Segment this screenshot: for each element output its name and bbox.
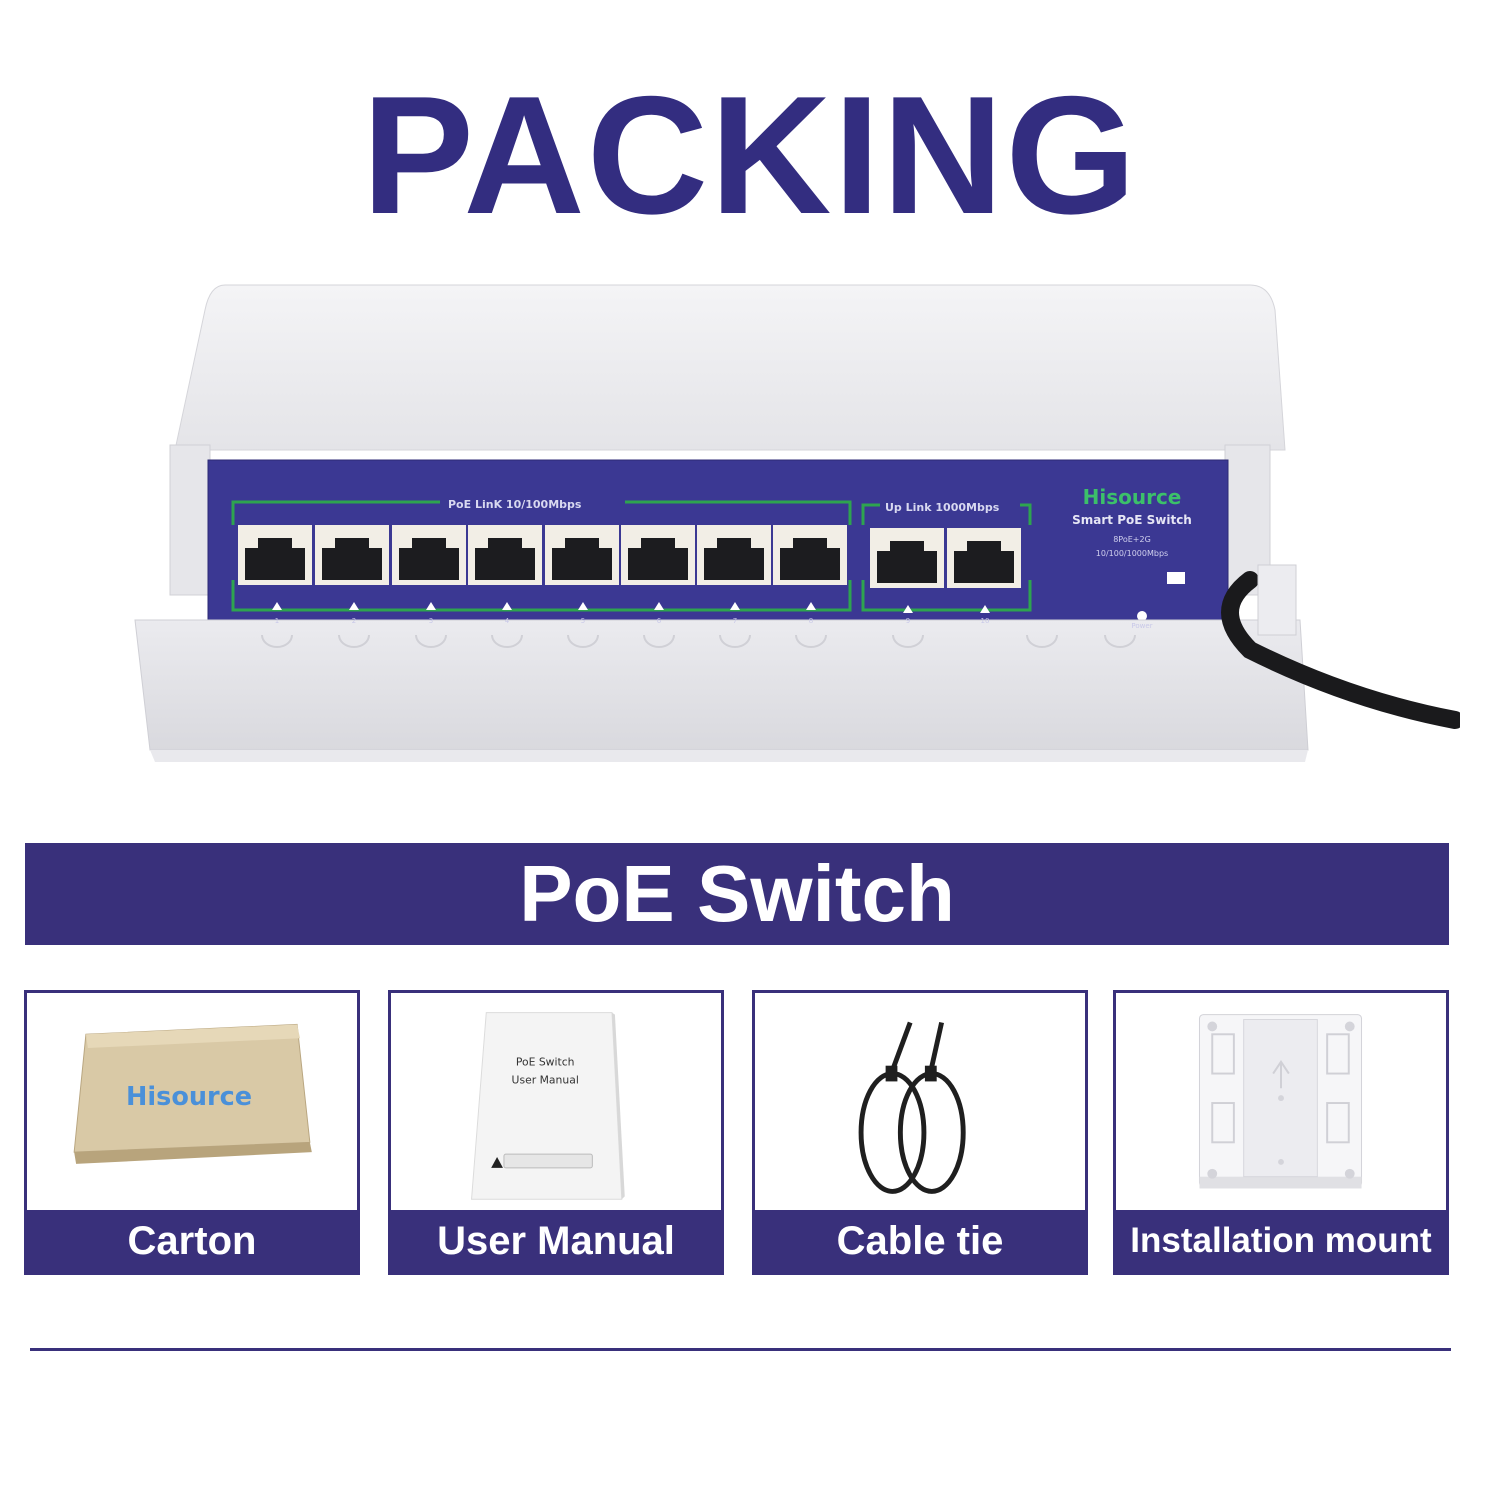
port-number-9: 9 [906,617,910,625]
poe-switch-banner: PoE Switch [25,843,1449,945]
port-number-10: 10 [981,617,990,625]
device-spec1: 8PoE+2G [1113,535,1151,544]
port-number-1: 1 [275,617,279,625]
device-spec2: 10/100/1000Mbps [1096,549,1168,558]
device-brand: Hisource [1083,485,1182,509]
poe-switch-image: PoE LinK 10/100Mbps Up Link 1000Mbps His… [134,284,1460,762]
carton-box-icon: Hisource [73,1023,312,1164]
power-cable [1221,571,1460,729]
port-number-6: 6 [657,617,662,625]
uplink-label: Up Link 1000Mbps [885,501,1000,514]
item-installation-mount-label: Installation mount [1116,1210,1446,1272]
port-number-3: 3 [429,617,433,625]
uplink-ports [870,528,1021,588]
port-number-8: 8 [809,617,813,625]
item-user-manual-label: User Manual [391,1210,721,1272]
port-number-4: 4 [505,617,510,625]
cable-tie-icon [858,1021,966,1194]
port-number-7: 7 [733,617,737,625]
manual-booklet-icon: PoE Switch User Manual [471,1012,625,1200]
bottom-divider [30,1348,1451,1351]
poe-link-label: PoE LinK 10/100Mbps [448,498,582,511]
item-cable-tie-label: Cable tie [755,1210,1085,1272]
poe-ports [238,525,847,585]
page-title: PACKING [361,61,1139,249]
mount-bracket-icon [1198,1014,1363,1189]
item-installation-mount: Installation mount [1113,990,1449,1275]
manual-line1: PoE Switch [516,1056,575,1069]
item-user-manual: PoE Switch User Manual User Manual [388,990,724,1275]
device-model: Smart PoE Switch [1072,513,1192,527]
item-carton: Hisource Carton [24,990,360,1275]
manual-line2: User Manual [512,1073,579,1086]
item-cable-tie: Cable tie [752,990,1088,1275]
port-number-2: 2 [352,617,356,625]
carton-brand-text: Hisource [126,1082,252,1112]
item-carton-label: Carton [27,1210,357,1272]
port-number-5: 5 [581,617,585,625]
power-led-label: Power [1131,622,1152,630]
